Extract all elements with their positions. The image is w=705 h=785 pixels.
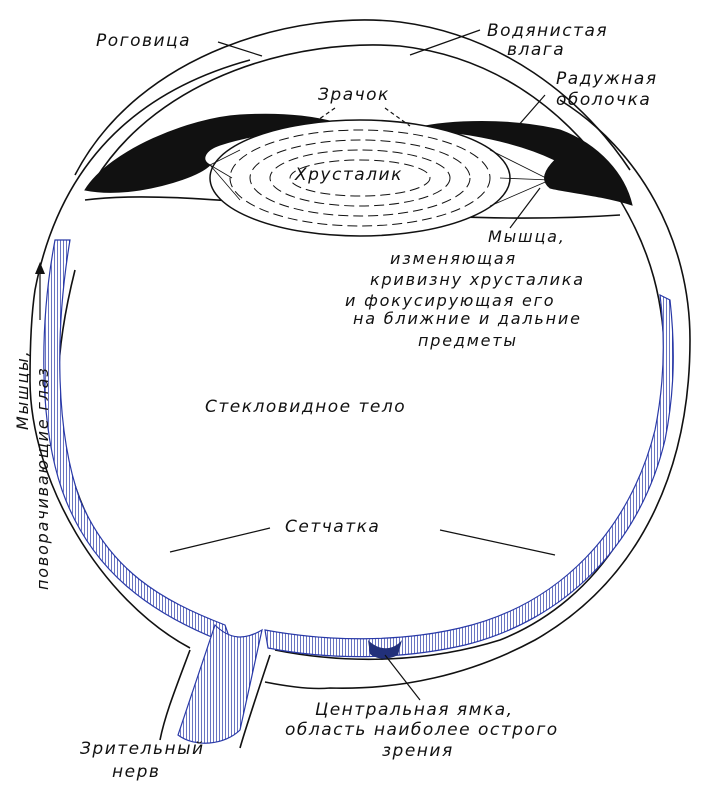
label-vitreous: Стекловидное тело — [205, 397, 406, 417]
label-iris-1: Радужная — [556, 69, 658, 89]
label-fovea-3: зрения — [382, 741, 454, 761]
aqueous-leader — [410, 30, 480, 55]
muscle-leader — [510, 188, 540, 228]
eye-muscles-label: Мышцы, поворачивающие глаз — [13, 350, 52, 591]
label-aqueous-1: Водянистая — [487, 21, 608, 41]
label-pupil: Зрачок — [318, 85, 390, 105]
label-fovea-2: область наиболее острого — [285, 720, 559, 740]
fovea-leader — [385, 655, 420, 700]
retina-leader-right — [440, 530, 555, 555]
label-cornea: Роговица — [96, 31, 191, 51]
retina-leader-left — [170, 528, 270, 552]
label-muscle-6: предметы — [418, 331, 518, 350]
label-muscle-4: и фокусирующая его — [345, 291, 555, 310]
label-muscle-1: Мышца, — [488, 227, 566, 246]
label-lens: Хрусталик — [294, 165, 403, 185]
eye-muscles-arrowhead-icon — [35, 262, 45, 274]
optic-nerve — [178, 625, 262, 743]
label-eye-muscles-1: Мышцы, — [13, 350, 32, 431]
label-eye-muscles-2: поворачивающие глаз — [33, 366, 52, 590]
label-optic-nerve-2: нерв — [112, 762, 160, 782]
retina — [44, 240, 232, 645]
label-iris-2: оболочка — [556, 90, 651, 110]
label-fovea-1: Центральная ямка, — [315, 700, 514, 720]
cornea-leader — [218, 42, 262, 56]
label-muscle-2: изменяющая — [390, 249, 517, 268]
label-optic-nerve-1: Зрительный — [80, 739, 205, 759]
label-muscle-5: на ближние и дальние — [353, 309, 582, 328]
label-aqueous-2: влага — [507, 40, 565, 60]
label-retina: Сетчатка — [285, 517, 380, 537]
label-muscle-3: кривизну хрусталика — [370, 270, 585, 289]
